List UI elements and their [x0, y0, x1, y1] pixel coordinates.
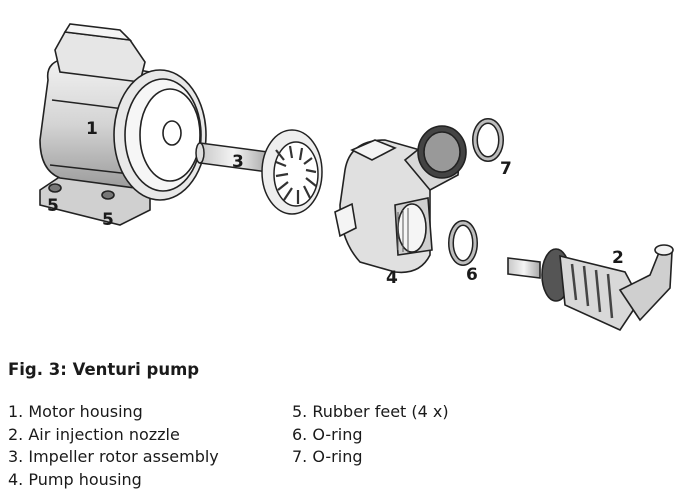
legend-item: 4. Pump housing: [8, 469, 142, 489]
callout-motor-housing: 1: [86, 119, 98, 139]
pump-housing-part: [334, 125, 467, 274]
callout-o-ring-7: 7: [500, 159, 512, 179]
o-ring-6-part: [448, 220, 478, 266]
legend-item: 5. Rubber feet (4 x): [292, 402, 449, 421]
callout-o-ring-6: 6: [466, 265, 478, 285]
exploded-view-diagram: 1 2 3 4 5 5 6 7: [39, 23, 674, 332]
callout-air-injection-nozzle: 2: [612, 248, 624, 268]
o-ring-7-part: [472, 118, 504, 162]
legend-item: 7. O-ring: [292, 447, 363, 466]
legend-item: 3. Impeller rotor assembly: [8, 447, 219, 466]
callout-pump-housing: 4: [386, 268, 398, 288]
figure-caption: Fig. 3: Venturi pump: [8, 360, 200, 379]
legend-right-column: 5. Rubber feet (4 x) 6. O-ring 7. O-ring: [292, 401, 449, 469]
callout-rubber-feet-left: 5: [47, 196, 59, 216]
callout-impeller-rotor: 3: [232, 152, 244, 172]
legend-left-column: 1. Motor housing 2. Air injection nozzle…: [8, 401, 219, 491]
legend-item: 6. O-ring: [292, 424, 363, 444]
motor-housing-part: [39, 23, 207, 226]
legend-item: 2. Air injection nozzle: [8, 424, 180, 444]
air-injection-nozzle-part: [507, 244, 674, 332]
legend-item: 1. Motor housing: [8, 402, 143, 421]
callout-rubber-feet-right: 5: [102, 210, 114, 230]
impeller-rotor-part: [195, 129, 323, 215]
